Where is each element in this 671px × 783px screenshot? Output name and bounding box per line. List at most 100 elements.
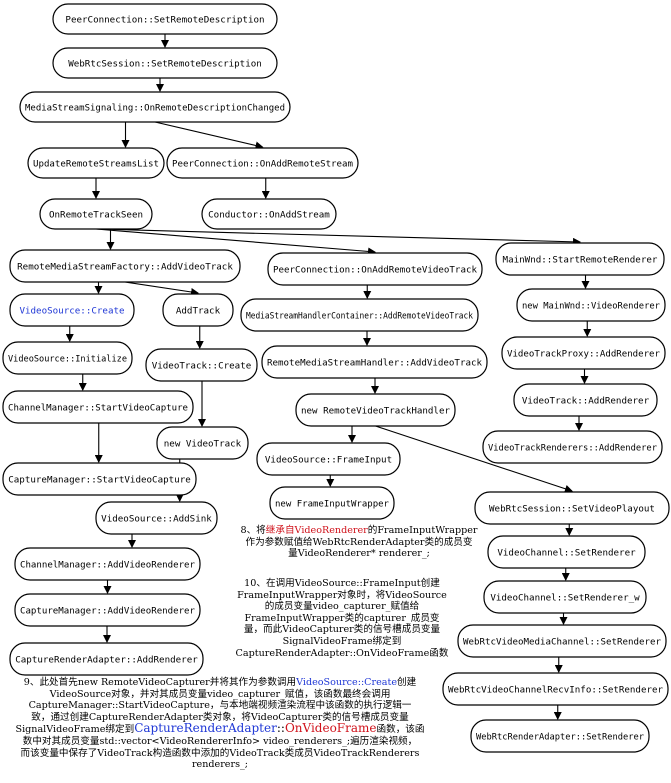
node-box — [442, 672, 669, 706]
node-n12: AddTrack — [162, 293, 234, 327]
node-n13: MediaStreamHandlerContainer::AddRemoteVi… — [240, 298, 479, 332]
node-label: VideoChannel::SetRenderer_w — [490, 592, 640, 603]
node-box — [2, 462, 197, 496]
annotation-9: 9、此处首先new RemoteVideoCapturer并将其作为参数调用Vi… — [15, 677, 425, 771]
node-n31: VideoChannel::SetRenderer_w — [483, 580, 647, 614]
node-box — [483, 580, 647, 614]
node-label: MainWnd::StartRemoteRenderer — [503, 254, 658, 265]
node-n30: ChannelManager::AddVideoRenderer — [14, 547, 201, 581]
node-label: VideoTrack::Create — [152, 360, 252, 371]
node-n4: UpdateRemoteStreamsList — [27, 147, 165, 179]
node-box — [457, 624, 667, 658]
node-label: ChannelManager::StartVideoCapture — [8, 402, 188, 413]
node-label: WebRtcVideoChannelRecvInfo::SetRenderer — [448, 684, 663, 695]
edge-n6-to-n9 — [95, 228, 376, 256]
node-label: new VideoTrack — [164, 438, 242, 449]
node-box — [145, 348, 258, 382]
node-label: ChannelManager::AddVideoRenderer — [20, 559, 195, 570]
node-n1: PeerConnection::SetRemoteDescription — [52, 3, 278, 35]
node-box — [166, 147, 359, 179]
node-box — [9, 249, 241, 283]
node-label: WebRtcSession::SetVideoPlayout — [489, 503, 655, 514]
node-label: VideoSource::Initialize — [8, 353, 127, 364]
node-box — [39, 198, 153, 230]
node-label: UpdateRemoteStreamsList — [33, 158, 159, 169]
node-label: VideoSource::Create — [19, 305, 124, 316]
node-label: MediaStreamSignaling::OnRemoteDescriptio… — [25, 102, 285, 113]
edge-n3-to-n5 — [154, 121, 264, 150]
node-box — [162, 293, 234, 327]
node-box — [474, 491, 670, 525]
node-box — [201, 198, 337, 230]
node-n26: new FrameInputWrapper — [269, 486, 395, 520]
node-n17: RemoteMediaStreamHandler::AddVideoTrack — [261, 345, 488, 379]
node-label: CaptureManager::StartVideoCapture — [8, 474, 191, 485]
node-label: OnRemoteTrackSeen — [49, 209, 143, 220]
node-label: VideoSource::AddSink — [101, 513, 212, 524]
node-box — [52, 47, 278, 79]
node-label: RemoteMediaStreamFactory::AddVideoTrack — [17, 261, 233, 272]
node-label: VideoChannel::SetRenderer — [497, 547, 636, 558]
node-box — [470, 719, 650, 753]
node-label: MediaStreamHandlerContainer::AddRemoteVi… — [246, 310, 473, 321]
node-box — [2, 390, 194, 424]
node-box — [156, 426, 249, 460]
node-label: VideoTrackRenderers::AddRenderer — [488, 442, 657, 453]
node-n19: ChannelManager::StartVideoCapture — [2, 390, 194, 424]
node-n3: MediaStreamSignaling::OnRemoteDescriptio… — [19, 91, 291, 123]
node-n32: CaptureManager::AddVideoRenderer — [14, 593, 201, 627]
node-n27: WebRtcSession::SetVideoPlayout — [474, 491, 670, 525]
node-n10: MainWnd::StartRemoteRenderer — [495, 242, 665, 276]
node-n35: WebRtcVideoChannelRecvInfo::SetRenderer — [442, 672, 669, 706]
node-box — [14, 593, 201, 627]
node-box — [267, 252, 483, 286]
node-box — [9, 642, 204, 676]
node-box — [52, 3, 278, 35]
node-label: CaptureManager::AddVideoRenderer — [20, 605, 195, 616]
node-label: WebRtcRenderAdapter::SetRenderer — [476, 731, 644, 742]
node-label: new FrameInputWrapper — [275, 498, 389, 509]
node-n22: new VideoTrack — [156, 426, 249, 460]
node-box — [240, 298, 479, 332]
node-n18: VideoTrackProxy::AddRenderer — [501, 336, 666, 370]
edge-n8-to-n12 — [124, 281, 199, 296]
node-box — [295, 393, 456, 427]
node-label: WebRtcSession::SetRemoteDescription — [68, 58, 262, 69]
node-n33: WebRtcVideoMediaChannel::SetRenderer — [457, 624, 667, 658]
node-n14: new MainWnd::VideoRenderer — [516, 288, 666, 322]
node-box — [14, 547, 201, 581]
node-box — [95, 501, 218, 535]
node-n34: CaptureRenderAdapter::AddRenderer — [9, 642, 204, 676]
node-label: CaptureRenderAdapter::AddRenderer — [15, 654, 198, 665]
edge-n20-to-n27 — [375, 425, 573, 493]
node-box — [19, 91, 291, 123]
node-box — [482, 430, 663, 464]
node-n23: VideoTrackRenderers::AddRenderer — [482, 430, 663, 464]
node-label: VideoTrack::AddRenderer — [522, 395, 650, 406]
annotation-8: 8、将继承自VideoRenderer的FrameInputWrapper 作为… — [240, 525, 478, 560]
node-n28: VideoSource::AddSink — [95, 501, 218, 535]
node-box — [501, 336, 666, 370]
node-n8: RemoteMediaStreamFactory::AddVideoTrack — [9, 249, 241, 283]
node-n36: WebRtcRenderAdapter::SetRenderer — [470, 719, 650, 753]
node-box — [516, 288, 666, 322]
node-n15: VideoSource::Initialize — [2, 341, 133, 375]
node-box — [269, 486, 395, 520]
edge-n6-to-n10 — [95, 228, 581, 246]
node-box — [495, 242, 665, 276]
node-box — [261, 345, 488, 379]
node-label: Conductor::OnAddStream — [208, 209, 330, 220]
node-n6: OnRemoteTrackSeen — [39, 198, 153, 230]
node-label: PeerConnection::OnAddRemoteStream — [172, 158, 353, 169]
node-label: new MainWnd::VideoRenderer — [522, 300, 660, 311]
node-label: RemoteMediaStreamHandler::AddVideoTrack — [267, 357, 482, 368]
node-box — [9, 293, 135, 327]
node-n16: VideoTrack::Create — [145, 348, 258, 382]
node-n9: PeerConnection::OnAddRemoteVideoTrack — [267, 252, 483, 286]
node-label: PeerConnection::SetRemoteDescription — [65, 14, 264, 25]
node-n20: new RemoteVideoTrackHandler — [295, 393, 456, 427]
node-box — [27, 147, 165, 179]
node-n25: CaptureManager::StartVideoCapture — [2, 462, 197, 496]
node-label: AddTrack — [176, 305, 221, 316]
